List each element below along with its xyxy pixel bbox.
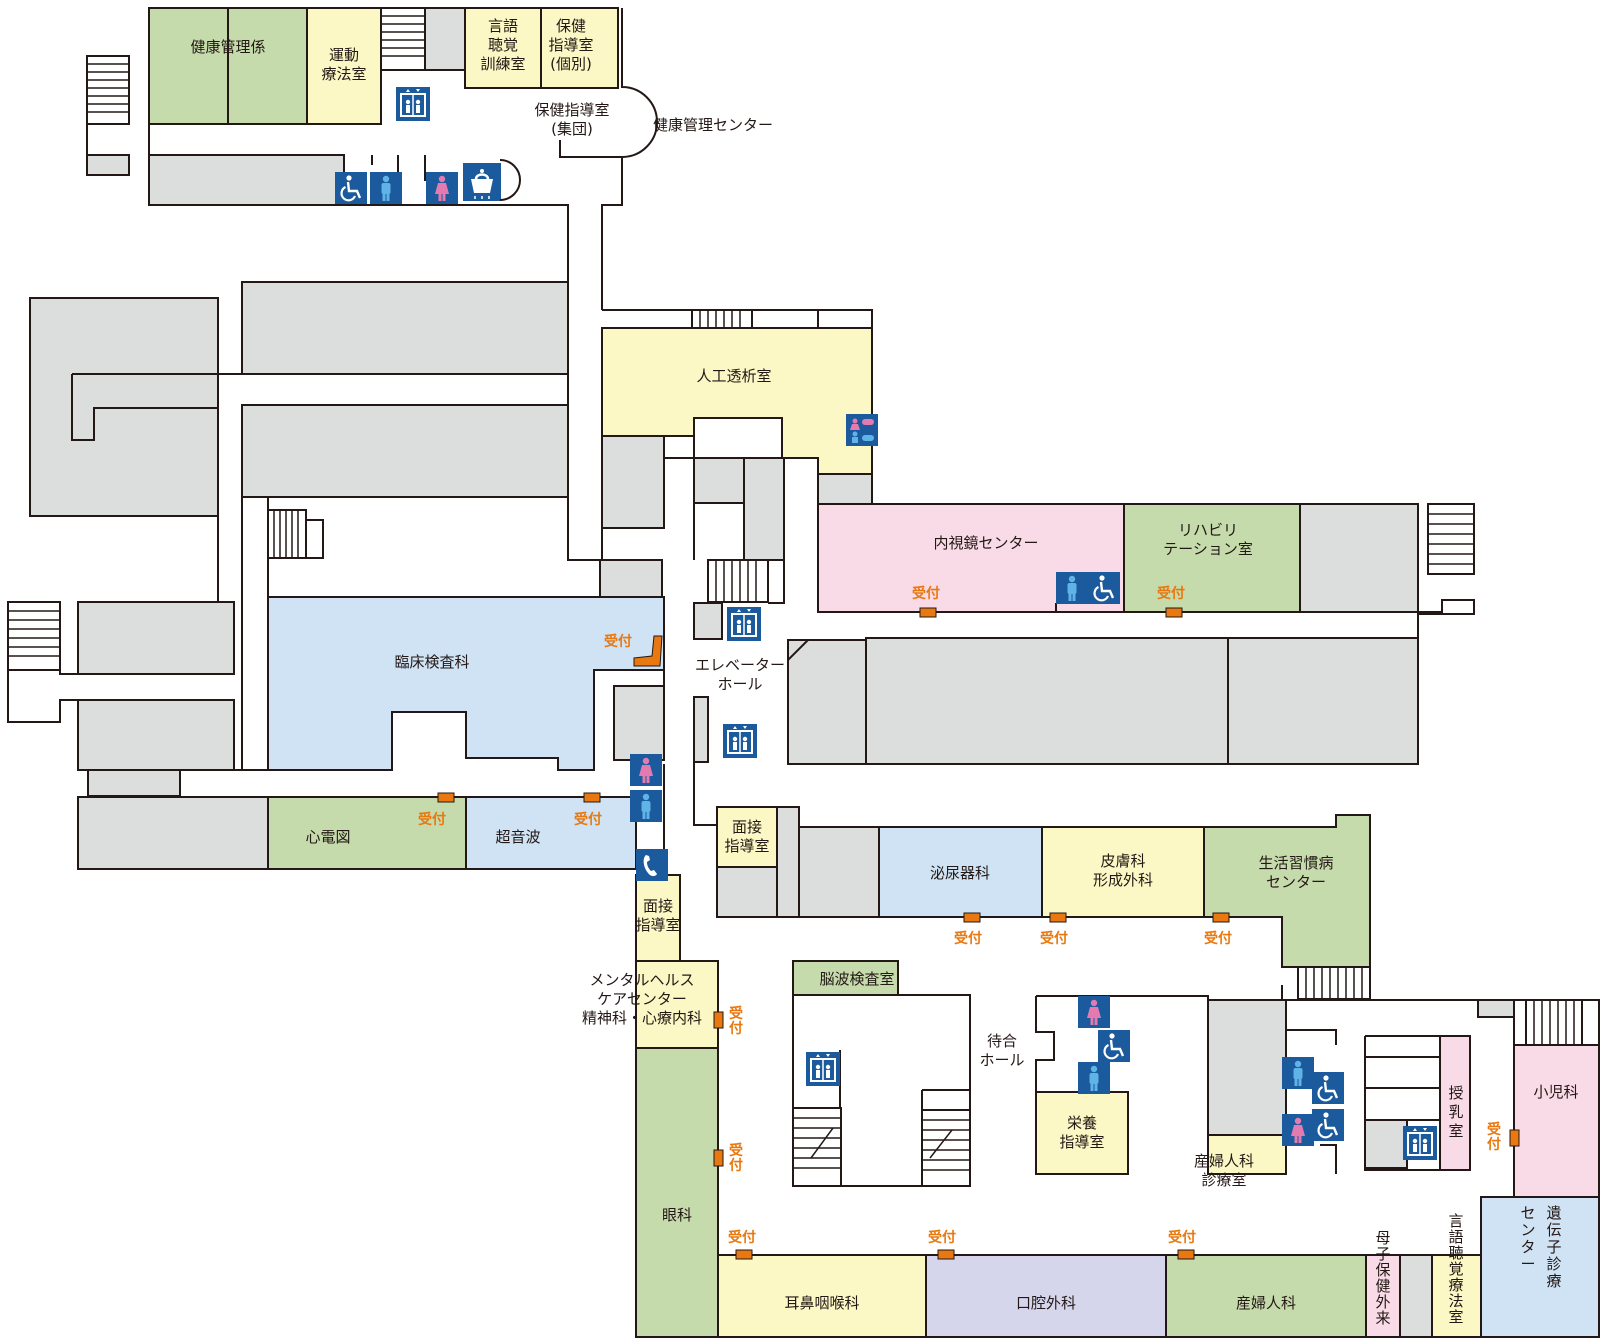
nursing-room-icon [461,161,503,203]
room-choonpa [465,796,637,870]
female-icon [426,172,458,204]
label-mensetsu-2: 面接指導室 [635,897,680,934]
room-jinkotoseki [601,327,873,475]
label-jibi: 耳鼻咽喉科 [784,1294,859,1312]
room-boshi [1365,1254,1401,1338]
label-gengo-ryoho: 言語聴覚療法室 [1448,1212,1463,1326]
label-shonika: 小児科 [1533,1083,1578,1101]
reception-label: 受付 [604,633,632,650]
wheelchair-icon [1310,1107,1346,1143]
male-icon [630,790,662,822]
room-gengo-ryoho [1431,1254,1482,1338]
label-rinsho-kensa: 臨床検査科 [394,653,469,671]
label-rehabilitation: リハビリテーション室 [1163,521,1253,558]
elevator-icon [1402,1125,1438,1161]
label-undoryoho: 運動療法室 [321,46,366,83]
room-junyu [1439,1035,1471,1171]
room-jibi [717,1254,927,1338]
label-mental: メンタルヘルスケアセンター精神科・心療内科 [582,971,702,1027]
room-ganka [635,1047,719,1338]
room-hifuka [1041,826,1205,918]
label-elevator-hall: エレベーターホール [695,656,785,693]
wheelchair-icon [1086,570,1122,606]
room-mental [635,960,719,1049]
reception-label: 受付 [418,811,446,828]
label-hokenshido-shudan: 保健指導室(集団) [534,101,609,138]
reception-label: 受付 [928,1229,956,1246]
stairs-icon [7,7,1583,1187]
reception-label: 受付 [954,930,982,947]
label-sanfujinka: 産婦人科 [1236,1294,1296,1312]
male-icon [1056,572,1088,604]
label-kenkokanrikakari: 健康管理係 [190,38,265,56]
room-sanfujinka-shinryo [1207,1134,1287,1175]
male-icon [1282,1057,1314,1089]
label-hinyoki: 泌尿器科 [930,864,990,882]
wheelchair-icon [1310,1070,1346,1106]
room-idenshi [1480,1196,1600,1338]
reception-label: 受付 [912,585,940,602]
elevator-icon [722,723,758,759]
reception-counter [633,635,663,667]
wheelchair-icon [333,170,369,206]
label-choonpa: 超音波 [495,828,540,846]
label-gengochokaku-kunren: 言語聴覚訓練室 [480,17,525,73]
room-rehabilitation [1123,503,1301,613]
female-icon [1282,1114,1314,1146]
label-junyu: 授乳室 [1448,1084,1463,1140]
label-noha: 脳波検査室 [819,970,894,988]
label-ganka: 眼科 [662,1206,692,1224]
label-boshi: 母子保健外来 [1375,1229,1390,1327]
wheelchair-icon [1096,1028,1132,1064]
reception-label: 受付 [1204,930,1232,947]
room-noha [792,960,899,996]
label-hokenshido-kobetsu: 保健指導室(個別) [548,17,593,73]
room-sanfujinka [1165,1254,1367,1338]
room-rinsho-kensa [267,596,665,771]
label-shindenzu: 心電図 [305,828,350,846]
label-mensetsu-1: 面接指導室 [724,818,769,855]
reception-label: 受付 [729,1005,743,1037]
room-labels: 健康管理係 運動療法室 言語聴覚訓練室 保健指導室(個別) 保健指導室(集団) … [190,17,1578,1327]
restroom-icon [846,414,878,446]
room-koku [925,1254,1167,1338]
reception-label: 受付 [729,1142,743,1174]
reception-label: 受付 [1040,930,1068,947]
label-naishikyo: 内視鏡センター [933,534,1038,552]
room-shonika [1513,1044,1600,1198]
reception-label: 受付 [1157,585,1185,602]
label-machiai: 待合ホール [979,1032,1024,1069]
reception-label: 受付 [728,1229,756,1246]
room-hokenshido-kobetsu [540,7,619,89]
gray-blocks [29,7,1515,1338]
label-jinkotoseki: 人工透析室 [696,367,771,385]
female-icon [1078,996,1110,1028]
label-hifuka: 皮膚科形成外科 [1093,852,1153,889]
male-icon [370,172,402,204]
reception-labels: 受付 受付 受付 受付 受付 受付 受付 受付 受付 受付 受付 受付 受付 受… [418,585,1501,1246]
female-icon [630,754,662,786]
room-eiyo [1035,1091,1129,1175]
male-icon [1078,1062,1110,1094]
reception-label: 受付 [1168,1229,1196,1246]
label-eiyo: 栄養指導室 [1059,1114,1104,1151]
elevator-icon [395,86,431,122]
room-shindenzu [267,796,467,870]
reception-label: 受付 [1487,1121,1501,1153]
amenity-icons [333,86,1438,1161]
label-koku: 口腔外科 [1016,1294,1076,1312]
label-kenkokanri-center: 健康管理センター [653,116,773,134]
reception-label: 受付 [574,811,602,828]
label-seikatsu: 生活習慣病センター [1258,854,1333,891]
reception-markers [437,607,1520,1260]
elevator-icon [726,606,762,642]
telephone-icon [636,849,668,881]
colored-rooms [148,7,1600,1338]
room-mensetsu-1 [716,806,778,868]
label-idenshi: 遺伝子診療センター [1520,1204,1561,1290]
label-sanfujinka-shinryo: 産婦人科診療室 [1194,1152,1254,1189]
elevator-icon [805,1051,841,1087]
